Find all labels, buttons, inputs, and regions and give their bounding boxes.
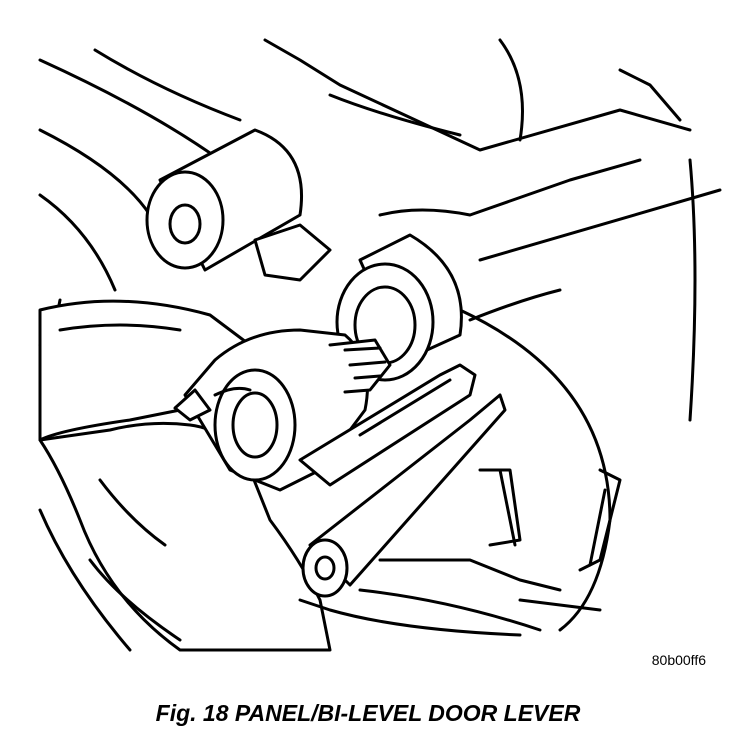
figure-code: 80b00ff6: [651, 652, 706, 668]
housing-ribs: [298, 468, 622, 637]
housing-outline: [38, 38, 722, 632]
door-lever-illustration: [38, 38, 722, 652]
link-tab: [253, 223, 332, 282]
upper-pivot-boss: [145, 128, 303, 272]
figure-caption: Fig. 18 PANEL/BI-LEVEL DOOR LEVER: [155, 700, 581, 726]
lever-arm: [298, 363, 507, 598]
